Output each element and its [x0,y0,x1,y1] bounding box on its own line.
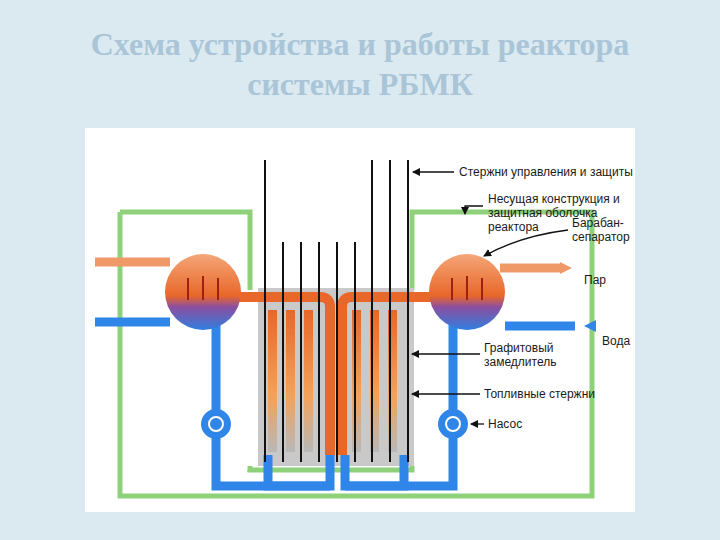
fuel-rod [304,310,313,452]
control-rod [318,242,320,462]
callout-label: Вода [602,334,630,348]
rods [265,160,408,462]
control-rod [336,242,338,462]
callout-label: Стержни управления и защиты [459,165,633,179]
steam-arrow [560,262,572,274]
control-rod [282,242,284,462]
callout-label: Пар [584,273,606,287]
control-rod [407,160,409,462]
callout-label: Насос [488,417,522,431]
containment [120,212,592,496]
riser-pipes [238,297,432,455]
image-panel [85,128,635,512]
control-rod [264,160,266,462]
fuel-rod [352,310,361,452]
fuel-rod [286,310,295,452]
callout-label: Барабан-сепаратор [572,216,652,244]
fuel-rod [268,310,277,452]
callout-label: Графитовый замедлитель [484,341,584,369]
pump [201,409,468,439]
callout-label: Топливные стержни [484,387,595,401]
page-title: Схема устройства и работы реактора систе… [60,24,660,104]
control-rod [389,160,391,462]
control-rod [354,242,356,462]
water-arrow [584,320,596,332]
control-rod [300,242,302,462]
control-rod [371,160,373,462]
steam-flow [188,276,482,300]
